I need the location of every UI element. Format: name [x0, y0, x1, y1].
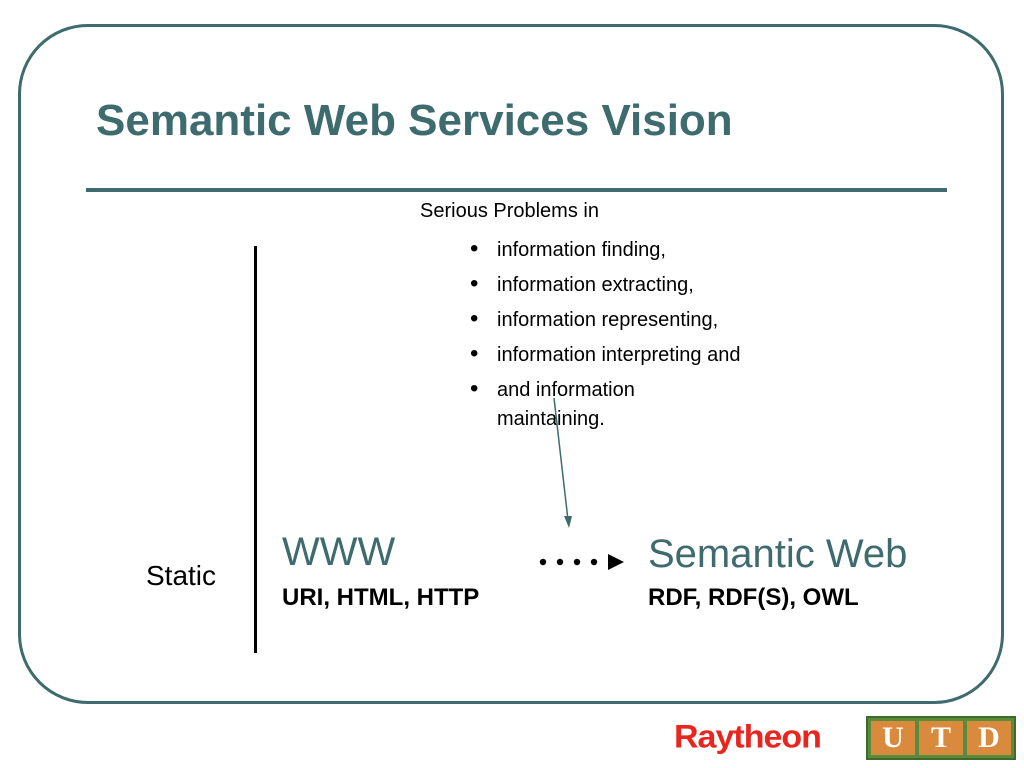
dotted-arrow-icon: [539, 554, 624, 570]
list-item: •and information maintaining.: [470, 375, 635, 430]
www-subtitle: URI, HTML, HTTP: [282, 584, 480, 611]
list-item: •information extracting,: [470, 270, 694, 297]
bullet-icon: •: [470, 305, 479, 332]
list-item: •information representing,: [470, 305, 719, 332]
title-divider: [86, 188, 947, 192]
slide-frame: [18, 24, 1004, 704]
arrow-down-icon: [553, 397, 572, 528]
problems-list: •information finding, •information extra…: [470, 235, 770, 440]
static-label: Static: [146, 560, 217, 591]
utd-logo: U T D: [866, 716, 1016, 760]
bullet-icon: •: [470, 235, 479, 262]
utd-letter: D: [967, 721, 1011, 755]
raytheon-logo: Raytheon: [674, 718, 822, 756]
bullet-icon: •: [470, 340, 479, 367]
bullet-icon: •: [470, 270, 479, 297]
utd-letter: T: [919, 721, 963, 755]
list-item: •information interpreting and: [470, 340, 741, 367]
www-title: WWW: [282, 530, 396, 574]
semantic-web-subtitle: RDF, RDF(S), OWL: [648, 584, 859, 611]
list-item: •information finding,: [470, 235, 666, 262]
bullet-icon: •: [470, 375, 479, 402]
problems-heading: Serious Problems in: [420, 200, 599, 222]
utd-letter: U: [871, 721, 915, 755]
vertical-divider: [254, 246, 257, 653]
semantic-web-title: Semantic Web: [648, 532, 908, 576]
slide-title: Semantic Web Services Vision: [96, 96, 733, 145]
